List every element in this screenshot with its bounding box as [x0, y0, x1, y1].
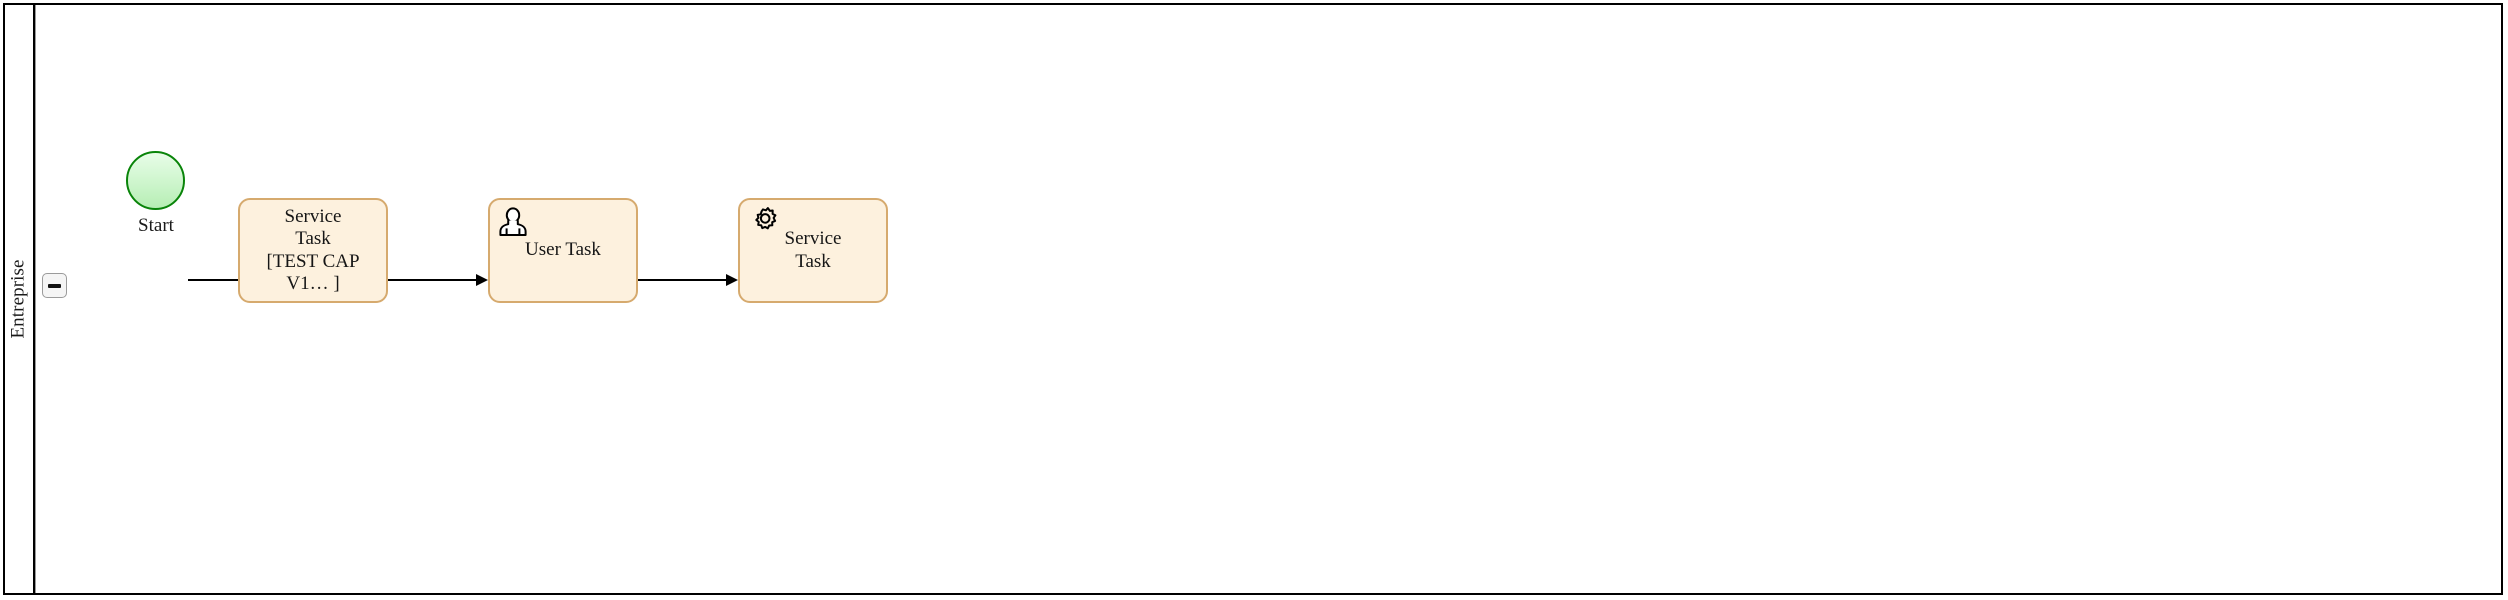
user-icon: [497, 206, 529, 238]
task-label: Service Task [TEST CAP V1… ]: [266, 206, 360, 294]
task-label: Service Task: [784, 228, 842, 272]
task-user-task-1[interactable]: User Task: [488, 198, 638, 303]
start-event-circle[interactable]: [126, 151, 185, 210]
task-service-task-2[interactable]: Service Task: [738, 198, 888, 303]
lane-header[interactable]: Entreprise: [5, 5, 35, 593]
minus-icon: [48, 283, 61, 288]
lane-body: Start Service Task [TEST CAP V1… ]: [35, 5, 2501, 593]
gear-icon: [747, 206, 779, 238]
start-event-group[interactable]: Start: [126, 151, 186, 251]
sequence-flow-2[interactable]: [388, 273, 488, 287]
sequence-flow-3[interactable]: [638, 273, 738, 287]
lane-title: Entreprise: [8, 259, 30, 339]
pool-entreprise: Entreprise Start Service Task: [3, 3, 2503, 595]
start-event-label: Start: [138, 215, 174, 236]
task-label: User Task: [525, 239, 601, 261]
collapse-lane-button[interactable]: [42, 273, 67, 298]
task-service-task-1[interactable]: Service Task [TEST CAP V1… ]: [238, 198, 388, 303]
